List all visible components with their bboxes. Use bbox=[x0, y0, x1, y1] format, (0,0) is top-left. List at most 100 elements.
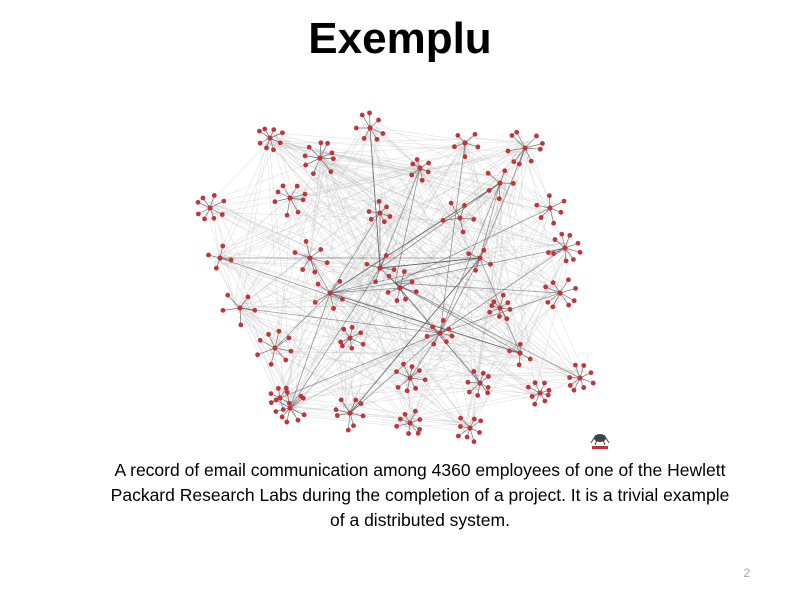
graph-edge bbox=[394, 282, 521, 354]
graph-node bbox=[462, 202, 467, 208]
graph-edge bbox=[222, 307, 241, 311]
graph-node bbox=[325, 140, 330, 146]
graph-node bbox=[329, 150, 335, 156]
graph-node bbox=[286, 335, 292, 341]
graph-node bbox=[273, 409, 279, 414]
graph-node bbox=[532, 380, 538, 386]
graph-edge bbox=[326, 153, 480, 259]
graph-edge bbox=[458, 140, 461, 145]
graph-node bbox=[431, 341, 437, 347]
graph-edge bbox=[295, 376, 581, 412]
graph-edge bbox=[336, 139, 465, 290]
graph-node bbox=[383, 253, 389, 258]
graph-edge bbox=[287, 203, 522, 352]
graph-edge bbox=[317, 151, 383, 216]
graph-edge bbox=[408, 152, 531, 428]
graph-edge bbox=[345, 342, 347, 407]
graph-node bbox=[478, 418, 484, 424]
graph-edge bbox=[209, 205, 297, 411]
graph-node bbox=[588, 370, 594, 376]
graph-edge bbox=[439, 292, 561, 334]
graph-edge bbox=[285, 157, 323, 401]
graph-node bbox=[310, 171, 316, 177]
graph-edge bbox=[292, 155, 322, 415]
graph-edge bbox=[211, 202, 397, 288]
graph-node bbox=[225, 292, 231, 298]
graph-edge bbox=[278, 347, 527, 405]
graph-edge bbox=[319, 156, 409, 378]
graph-edge bbox=[246, 281, 396, 315]
graph-edge bbox=[310, 161, 325, 259]
graph-edge bbox=[519, 254, 563, 360]
graph-edge bbox=[409, 249, 566, 378]
graph-edge bbox=[519, 146, 548, 213]
graph-edge bbox=[464, 139, 549, 209]
graph-edge bbox=[415, 173, 501, 305]
graph-edge bbox=[285, 183, 499, 402]
graph-edge bbox=[413, 374, 465, 432]
graph-edge bbox=[317, 151, 557, 208]
graph-edge bbox=[494, 188, 519, 352]
graph-node bbox=[257, 140, 263, 146]
graph-edge bbox=[309, 257, 328, 264]
graph-edge bbox=[329, 218, 376, 291]
graph-node bbox=[272, 199, 278, 205]
network-graph bbox=[195, 110, 610, 449]
graph-logo-icon bbox=[590, 434, 610, 449]
graph-node bbox=[301, 412, 307, 418]
graph-edge bbox=[327, 250, 571, 297]
graph-node bbox=[462, 154, 468, 160]
graph-edge bbox=[415, 153, 522, 173]
graph-edge bbox=[417, 143, 520, 163]
graph-edge bbox=[269, 349, 415, 425]
graph-node bbox=[403, 296, 408, 302]
graph-node bbox=[245, 294, 251, 300]
graph-edge bbox=[313, 261, 346, 342]
graph-edge bbox=[268, 143, 422, 164]
graph-edge bbox=[362, 124, 484, 381]
graph-edge bbox=[292, 208, 375, 414]
graph-edge bbox=[519, 147, 526, 165]
graph-node bbox=[581, 363, 587, 368]
graph-edge bbox=[246, 301, 280, 399]
graph-node bbox=[516, 161, 522, 167]
graph-edge bbox=[518, 143, 553, 204]
graph-edge bbox=[274, 331, 280, 349]
graph-edge bbox=[466, 150, 521, 422]
graph-cluster-node bbox=[287, 405, 293, 411]
graph-node bbox=[334, 413, 340, 418]
graph-edge bbox=[343, 353, 522, 412]
graph-node bbox=[546, 387, 552, 393]
graph-cluster-node bbox=[307, 255, 313, 261]
graph-edge bbox=[241, 167, 420, 306]
graph-edge bbox=[345, 341, 404, 421]
graph-edge bbox=[305, 241, 311, 259]
graph-edge bbox=[278, 387, 480, 399]
graph-edge bbox=[288, 195, 477, 435]
graph-edge bbox=[205, 201, 441, 328]
graph-node bbox=[295, 417, 301, 423]
graph-edge bbox=[289, 407, 305, 416]
graph-cluster-node bbox=[347, 410, 353, 416]
graph-node bbox=[542, 398, 548, 404]
graph-cluster-node bbox=[467, 425, 473, 431]
graph-edge bbox=[318, 163, 461, 219]
graph-edge bbox=[462, 378, 476, 433]
graph-node bbox=[368, 216, 374, 222]
graph-edge bbox=[455, 221, 518, 347]
graph-edge bbox=[277, 174, 416, 397]
graph-edge bbox=[477, 183, 506, 382]
graph-node bbox=[414, 157, 420, 162]
graph-node bbox=[413, 289, 419, 295]
graph-edge bbox=[559, 288, 576, 294]
graph-node bbox=[565, 277, 571, 283]
graph-edge bbox=[289, 163, 421, 201]
graph-node bbox=[341, 326, 347, 332]
graph-node bbox=[485, 170, 491, 176]
graph-node bbox=[275, 189, 281, 195]
graph-edge bbox=[239, 307, 441, 334]
graph-node bbox=[409, 364, 415, 370]
graph-node bbox=[546, 193, 552, 199]
graph-node bbox=[300, 267, 306, 272]
